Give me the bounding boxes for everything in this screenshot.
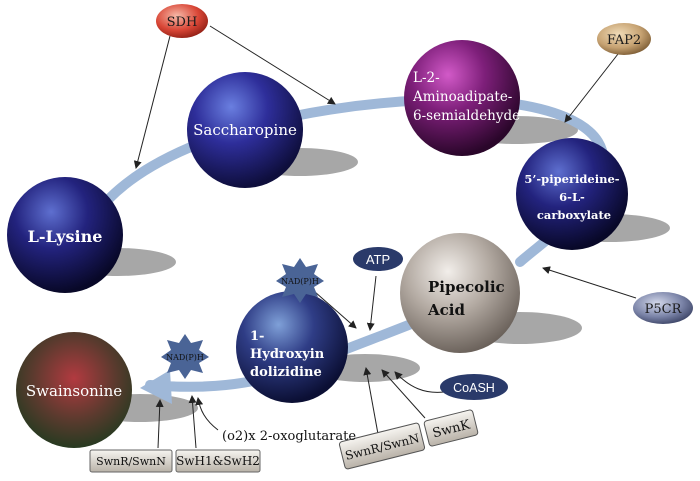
node-piperideine: 5’-piperideine- 6-L- carboxylate xyxy=(516,138,628,250)
tag-swnr-swnn-left: SwnR/SwnN xyxy=(89,449,173,473)
atp-arrow xyxy=(366,275,377,331)
swnk-arrow xyxy=(381,369,426,419)
hydroxyindolizidine-label: 1- Hydroxyin dolizidine xyxy=(250,329,329,380)
aminoadipate-line-3: 6-semialdehyde xyxy=(413,108,520,124)
node-pipecolic-acid: Pipecolic Acid xyxy=(400,233,520,353)
swh1-swh2-label: SwH1&SwH2 xyxy=(176,454,260,468)
pathway-arrowhead xyxy=(140,370,172,404)
nadph-upper-label: NAD(P)H xyxy=(281,277,319,286)
pipecolic-label: Pipecolic Acid xyxy=(427,278,510,319)
tag-swh1-swh2: SwH1&SwH2 xyxy=(175,449,261,473)
fap2-label: FAP2 xyxy=(607,33,641,48)
tag-swnr-swnn-right: SwnR/SwnN xyxy=(338,422,426,470)
tag-swnk: SwnK xyxy=(423,409,479,447)
swainsonine-label: Swainsonine xyxy=(26,382,122,400)
node-l-lysine: L-Lysine xyxy=(7,177,123,293)
swh-arrow xyxy=(188,395,197,449)
node-swainsonine: Swainsonine xyxy=(16,332,132,448)
aminoadipate-line-1: L-2- xyxy=(413,70,440,86)
nadph-upper-arrow xyxy=(314,291,357,329)
swnr-left-arrow xyxy=(155,399,164,449)
piperideine-label: 5’-piperideine- 6-L- carboxylate xyxy=(524,172,623,222)
sdh-label: SDH xyxy=(167,15,198,30)
oxoglutarate-label: (o2)x 2-oxoglutarate xyxy=(222,429,356,444)
hydroxyindolizidine-line-1: 1- xyxy=(250,329,264,344)
badge-nadph-upper: NAD(P)H xyxy=(276,258,324,303)
sdh-to-aminoadipate-arrow xyxy=(209,25,336,105)
hydroxyindolizidine-line-3: dolizidine xyxy=(250,365,322,380)
coash-arrow xyxy=(394,371,445,393)
pipecolic-line-2: Acid xyxy=(427,301,465,319)
node-hydroxyindolizidine: 1- Hydroxyin dolizidine xyxy=(236,291,348,403)
badge-sdh: SDH xyxy=(156,4,208,38)
hydroxyindolizidine-line-2: Hydroxyin xyxy=(250,347,325,362)
pipecolic-line-1: Pipecolic xyxy=(428,278,505,296)
badge-fap2: FAP2 xyxy=(597,23,651,55)
atp-label: ATP xyxy=(366,252,390,267)
saccharopine-label: Saccharopine xyxy=(193,121,297,139)
aminoadipate-label: L-2- Aminoadipate- 6-semialdehyde xyxy=(412,70,520,124)
sdh-to-lysine-arrow xyxy=(133,35,171,169)
swnr-right-arrow xyxy=(363,367,379,435)
node-saccharopine: Saccharopine xyxy=(187,72,303,188)
piperideine-line-1: 5’-piperideine- xyxy=(524,172,619,186)
badge-coash: CoASH xyxy=(440,374,508,400)
node-aminoadipate: L-2- Aminoadipate- 6-semialdehyde xyxy=(404,40,520,156)
p5cr-label: P5CR xyxy=(645,302,683,317)
aminoadipate-line-2: Aminoadipate- xyxy=(412,89,512,105)
oxoglutarate-arrow xyxy=(195,397,219,431)
p5cr-arrow xyxy=(542,266,637,299)
coash-label: CoASH xyxy=(453,381,495,395)
piperideine-line-3: carboxylate xyxy=(537,208,611,222)
badge-atp: ATP xyxy=(353,247,403,271)
badge-nadph-lower: NAD(P)H xyxy=(161,334,209,379)
nadph-lower-label: NAD(P)H xyxy=(166,353,204,362)
badge-p5cr: P5CR xyxy=(633,292,693,324)
l-lysine-label: L-Lysine xyxy=(28,227,103,246)
enzyme-arrows xyxy=(133,25,637,449)
piperideine-line-2: 6-L- xyxy=(559,190,585,204)
fap2-arrow xyxy=(564,53,619,123)
swnr-swnn-left-label: SwnR/SwnN xyxy=(96,455,166,468)
